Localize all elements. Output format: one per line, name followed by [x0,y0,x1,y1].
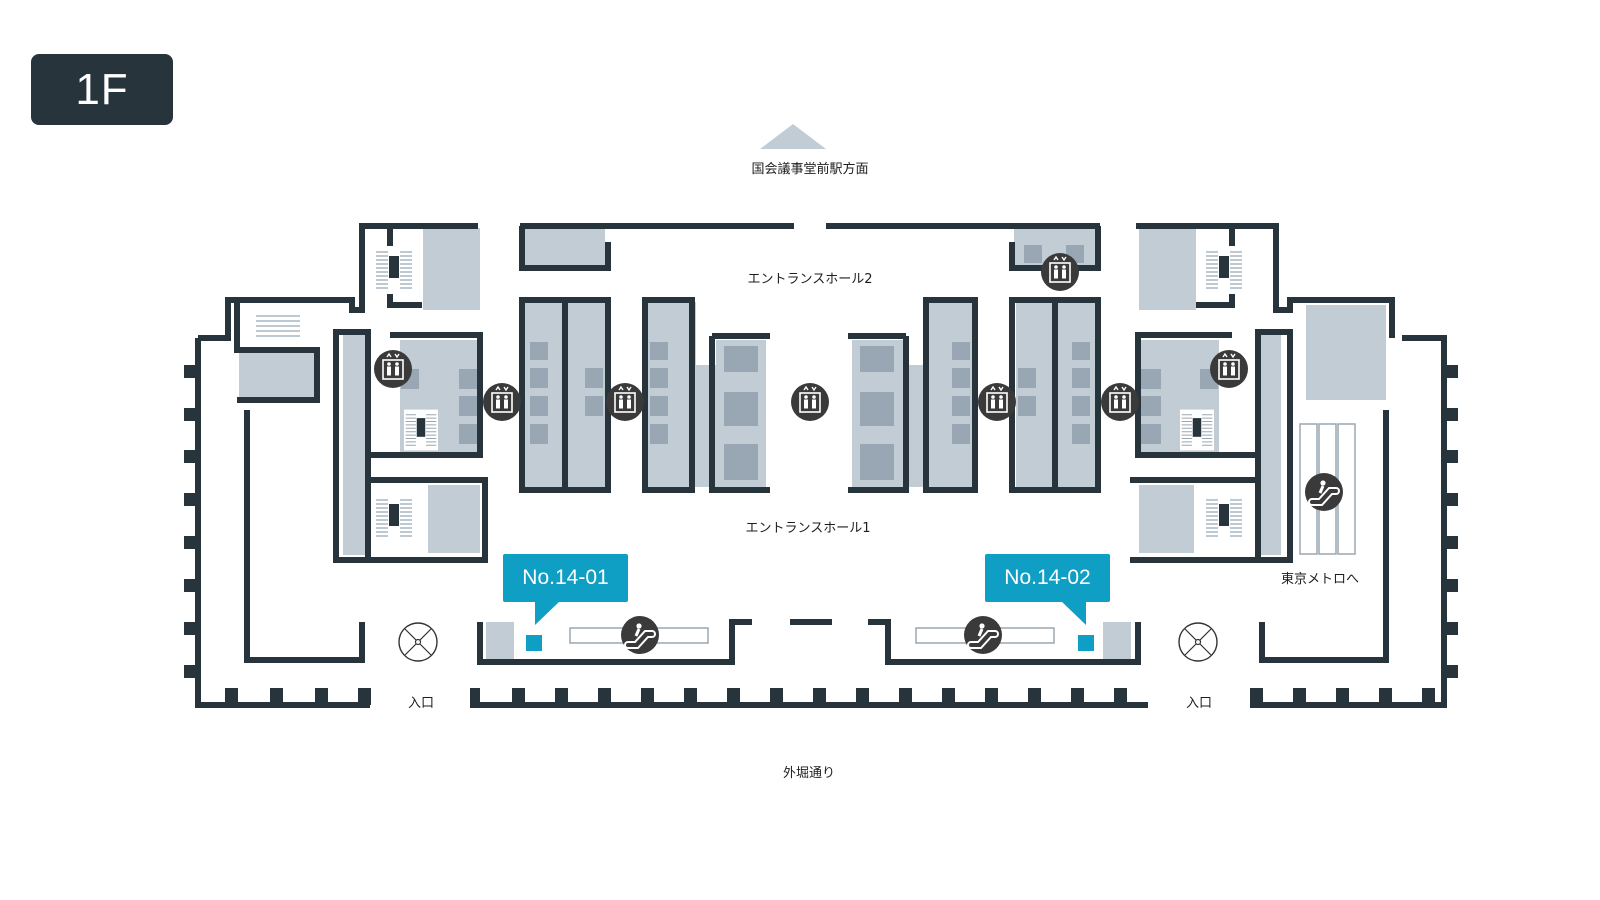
elevator-icon[interactable] [977,382,1017,422]
metro-label[interactable]: 東京メトロへ [1280,572,1360,587]
callout-pointer [1060,600,1086,625]
direction-arrow-icon [760,124,826,149]
room-details [401,245,1218,480]
walls [195,223,1447,708]
street-label: 外堀通り [782,766,836,781]
revolving-door-icon[interactable] [398,622,438,662]
stairs-icon [1204,494,1244,542]
entrance-hall-1-label: エントランスホール1 [745,521,871,536]
elevator-icon[interactable] [482,382,522,422]
entrance-hall-2-label: エントランスホール2 [747,272,873,287]
floor-badge[interactable]: 1F [31,54,173,125]
elevator-icon[interactable] [605,382,645,422]
revolving-door-icon[interactable] [1178,622,1218,662]
elevator-icon[interactable] [373,349,413,389]
stairs-icon [374,494,414,542]
location-marker[interactable] [1078,635,1094,651]
location-marker[interactable] [526,635,542,651]
entrance-label-right: 入口 [1185,696,1213,711]
callout-pointer [535,600,561,625]
stairs-icon [256,315,300,337]
elevator-icon[interactable] [1040,252,1080,292]
floor-label: 1F [75,64,129,114]
stairs-icon [374,246,414,294]
callout-no-14-02[interactable]: No.14-02 [985,554,1110,602]
direction-label: 国会議事堂前駅方面 [751,162,869,177]
callout-label: No.14-01 [522,566,609,589]
elevator-icon[interactable] [1100,382,1140,422]
elevator-icon[interactable] [1209,349,1249,389]
escalator-icon[interactable] [620,615,660,655]
escalator-icon[interactable] [1304,472,1344,512]
callout-no-14-01[interactable]: No.14-01 [503,554,628,602]
escalator-icon[interactable] [963,615,1003,655]
entrance-label-left: 入口 [407,696,435,711]
elevator-icon[interactable] [790,382,830,422]
stairs-icon [1180,409,1214,451]
facade-dentils [184,365,1458,705]
stairs-icon [1204,246,1244,294]
callout-label: No.14-02 [1004,566,1091,589]
stairs-icon [404,409,438,451]
